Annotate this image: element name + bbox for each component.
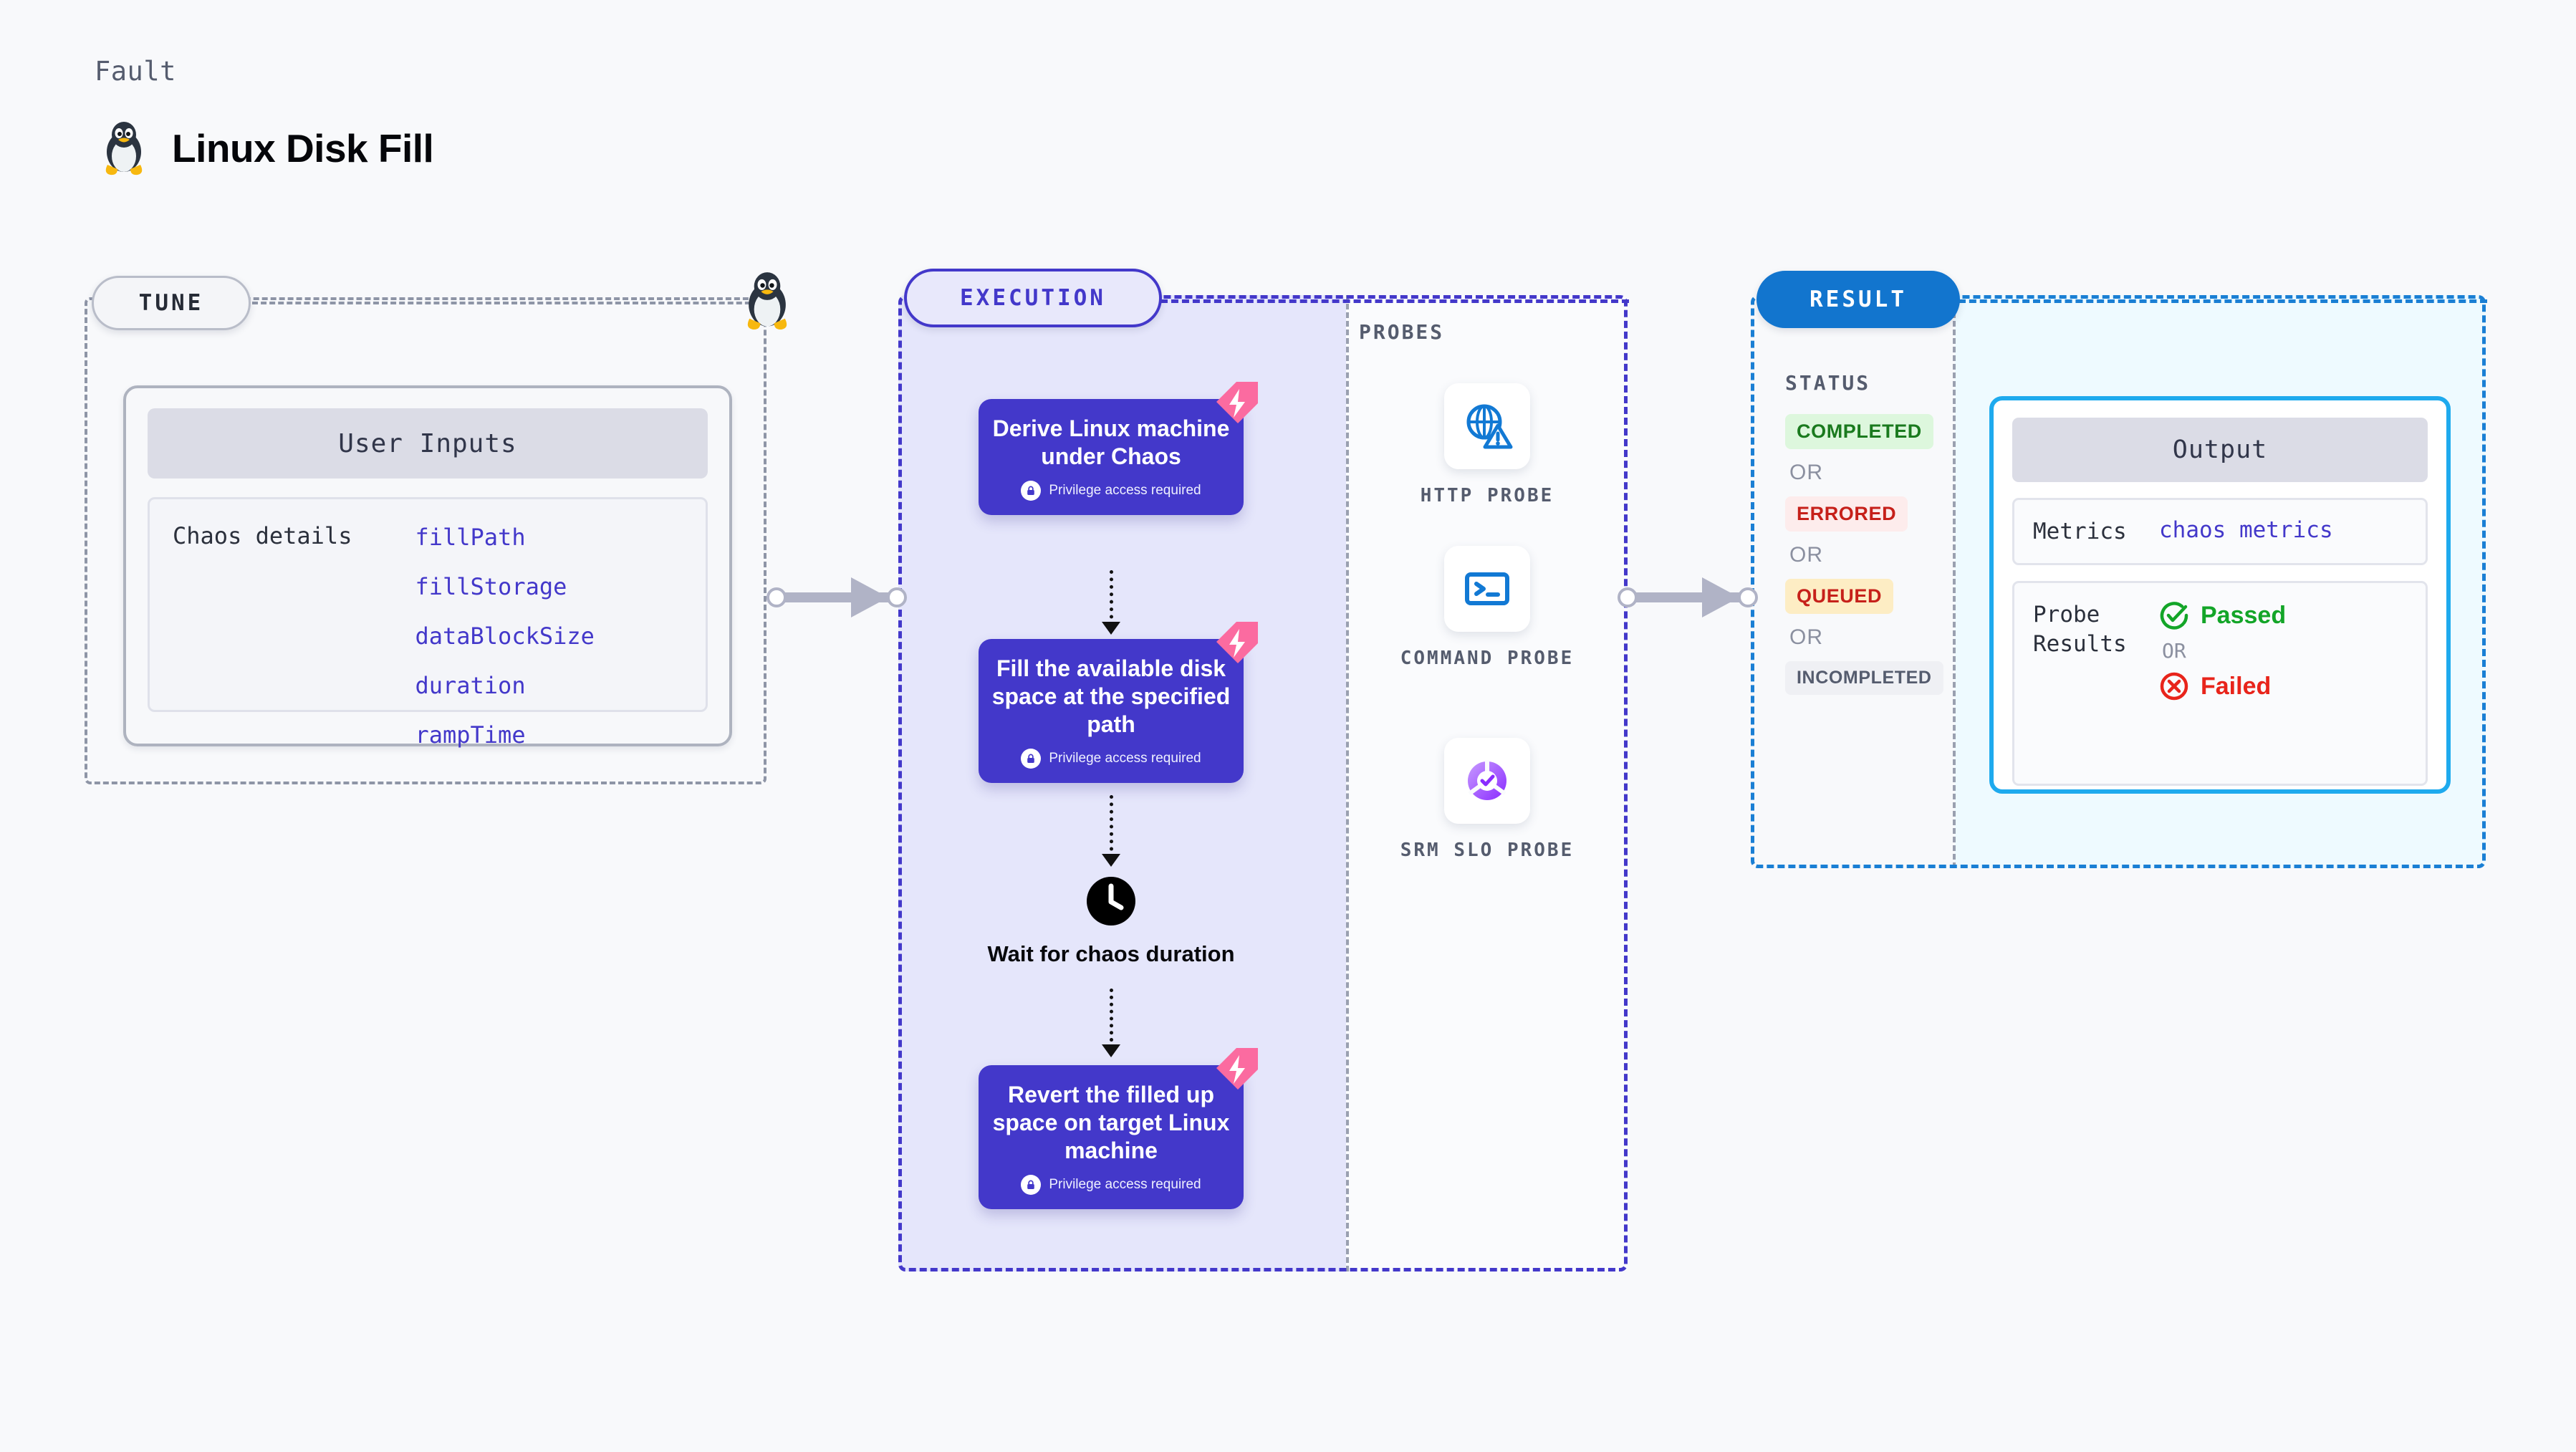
wait-node-label: Wait for chaos duration	[987, 941, 1235, 966]
terminal-icon	[1465, 572, 1509, 605]
slo-donut-check-icon	[1468, 760, 1506, 800]
output-title: Output	[2012, 418, 2428, 482]
probe-command[interactable]: COMMAND PROBE	[1398, 546, 1577, 671]
execution-pill[interactable]: EXECUTION	[904, 269, 1162, 327]
chaos-details-values: fillPath fillStorage dataBlockSize durat…	[415, 524, 595, 749]
input-fillpath[interactable]: fillPath	[415, 524, 526, 551]
connector-start-dot	[766, 587, 787, 607]
probe-or-separator: OR	[2162, 639, 2186, 663]
probe-tile	[1444, 383, 1530, 469]
status-column	[1751, 295, 1956, 868]
input-datablocksize[interactable]: dataBlockSize	[415, 622, 595, 650]
user-inputs-title: User Inputs	[148, 408, 708, 479]
probe-tile	[1444, 738, 1530, 824]
execution-top-dash	[1160, 299, 1629, 303]
passed-label: Passed	[2201, 601, 2287, 629]
output-card: Output Metrics chaos metrics Probe Resul…	[1989, 396, 2451, 794]
lock-icon	[1021, 749, 1042, 769]
page-title: Linux Disk Fill	[100, 120, 434, 176]
input-fillstorage[interactable]: fillStorage	[415, 573, 567, 600]
status-badge-errored[interactable]: ERRORED	[1785, 496, 1908, 532]
tune-top-dash	[252, 302, 768, 304]
result-region	[1751, 295, 2486, 868]
flow-arrow-1	[1102, 622, 1120, 635]
probe-srm-slo[interactable]: SRM SLO PROBE	[1398, 738, 1577, 863]
status-badge-queued[interactable]: QUEUED	[1785, 579, 1894, 614]
connector-execution-to-result	[1618, 577, 1758, 617]
connector-start-dot	[1618, 587, 1638, 607]
flow-line-2	[1110, 795, 1113, 858]
execution-step-2[interactable]: Fill the available disk space at the spe…	[979, 622, 1258, 784]
privilege-note-text: Privilege access required	[1049, 751, 1201, 766]
probe-result-passed: Passed	[2159, 600, 2286, 630]
lock-icon	[1021, 1175, 1042, 1196]
linux-penguin-node-icon	[741, 271, 793, 335]
status-list: COMPLETED OR ERRORED OR QUEUED OR INCOMP…	[1785, 414, 1964, 695]
failed-label: Failed	[2201, 672, 2272, 700]
connector-tune-to-execution	[766, 577, 907, 617]
or-separator: OR	[1789, 625, 1823, 649]
privilege-note: Privilege access required	[991, 481, 1231, 501]
status-label: STATUS	[1785, 371, 1871, 395]
privilege-note-text: Privilege access required	[1049, 1177, 1201, 1193]
x-circle-icon	[2160, 673, 2188, 701]
page-title-text: Linux Disk Fill	[172, 126, 434, 170]
result-top-dash	[1959, 299, 2487, 303]
probe-result-failed: Failed	[2159, 671, 2286, 701]
execution-step-3[interactable]: Revert the filled up space on target Lin…	[979, 1048, 1258, 1210]
user-inputs-body: Chaos details fillPath fillStorage dataB…	[148, 497, 708, 749]
chaos-fault-icon	[1216, 382, 1258, 423]
check-circle-icon	[2160, 602, 2188, 630]
output-metrics-row: Metrics chaos metrics	[2012, 498, 2428, 566]
probe-label: SRM SLO PROBE	[1400, 840, 1575, 861]
clock-icon	[1087, 877, 1135, 925]
input-duration[interactable]: duration	[415, 672, 526, 699]
privilege-note-text: Privilege access required	[1049, 483, 1201, 499]
connector-end-dot	[887, 587, 907, 607]
probe-tile	[1444, 546, 1530, 632]
metrics-label: Metrics	[2033, 519, 2127, 544]
execution-step-1[interactable]: Derive Linux machine under Chaos Privile…	[979, 382, 1258, 516]
probe-results-label: Probe Results	[2033, 602, 2127, 657]
lock-icon	[1021, 481, 1042, 501]
globe-warning-icon	[1466, 404, 1513, 449]
probes-section-label: PROBES	[1359, 320, 1445, 344]
connector-end-dot	[1738, 587, 1758, 607]
metrics-value[interactable]: chaos metrics	[2159, 517, 2333, 543]
probe-label: COMMAND PROBE	[1400, 648, 1575, 669]
execution-region	[898, 295, 1628, 1271]
probe-label: HTTP PROBE	[1420, 485, 1554, 506]
flow-arrow-2	[1102, 854, 1120, 867]
input-ramptime[interactable]: rampTime	[415, 721, 526, 749]
tune-region	[85, 297, 766, 784]
chaos-fault-icon	[1216, 622, 1258, 663]
privilege-note: Privilege access required	[991, 749, 1231, 769]
or-separator: OR	[1789, 543, 1823, 567]
step-title: Revert the filled up space on target Lin…	[992, 1082, 1230, 1164]
step-title: Derive Linux machine under Chaos	[992, 415, 1230, 470]
linux-penguin-icon	[100, 120, 148, 176]
probe-http[interactable]: HTTP PROBE	[1398, 383, 1577, 509]
fault-kicker: Fault	[95, 56, 176, 87]
wait-node: Wait for chaos duration	[979, 875, 1244, 968]
privilege-note: Privilege access required	[991, 1175, 1231, 1196]
probe-results-values: Passed OR Failed	[2159, 600, 2286, 701]
flow-line-3	[1110, 989, 1113, 1049]
chaos-fault-icon	[1216, 1048, 1258, 1090]
status-badge-completed[interactable]: COMPLETED	[1785, 414, 1933, 449]
or-separator: OR	[1789, 461, 1823, 484]
flow-line-1	[1110, 570, 1113, 626]
status-badge-incompleted[interactable]: INCOMPLETED	[1785, 661, 1943, 695]
output-probe-results-row: Probe Results Passed OR Failed	[2012, 581, 2428, 787]
result-pill[interactable]: RESULT	[1756, 271, 1960, 328]
flow-arrow-3	[1102, 1044, 1120, 1057]
chaos-details-label: Chaos details	[173, 522, 352, 549]
user-inputs-card: User Inputs Chaos details fillPath fillS…	[123, 385, 732, 749]
step-title: Fill the available disk space at the spe…	[991, 655, 1231, 738]
tune-pill[interactable]: TUNE	[92, 276, 251, 330]
